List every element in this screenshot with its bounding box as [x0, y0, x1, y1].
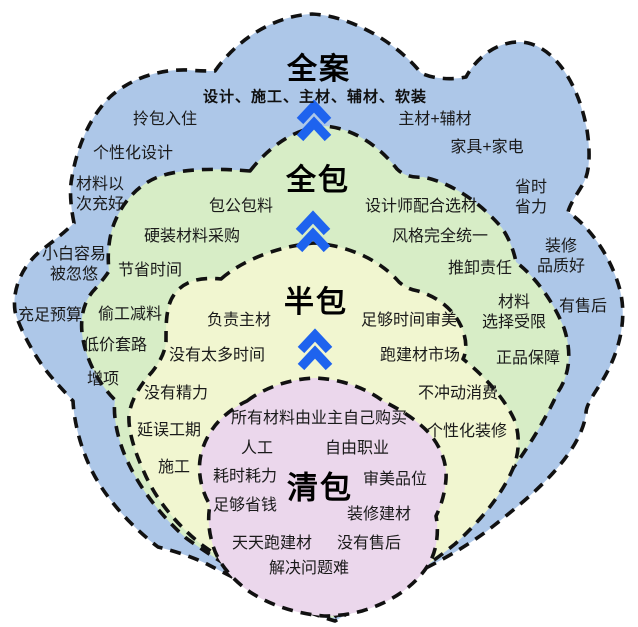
cloud-label-qing-bao: 没有售后 — [336, 535, 402, 552]
cloud-label-quan-bao: 偷工减料 — [97, 306, 163, 323]
cloud-label-quan-an: 个性化设计 — [92, 145, 174, 162]
cloud-label-quan-bao: 包公包料 — [208, 198, 274, 215]
cloud-label-qing-bao: 装修建材 — [346, 506, 412, 523]
cloud-label-qing-bao: 耗时耗力 — [212, 468, 278, 485]
cloud-label-ban-bao: 足够时间审美 — [360, 312, 458, 329]
cloud-label-qing-bao: 自由职业 — [324, 440, 390, 457]
cloud-label-quan-bao: 风格完全统一 — [391, 228, 489, 245]
cloud-label-quan-bao: 材料 选择受限 — [481, 294, 547, 331]
cloud-label-ban-bao: 延误工期 — [136, 422, 202, 439]
cloud-label-quan-an: 装修 品质好 — [536, 238, 586, 275]
cloud-label-qing-bao: 所有材料由业主自己购买 — [230, 410, 408, 427]
cloud-label-quan-an: 拎包入住 — [132, 111, 198, 128]
cloud-label-quan-an: 省时 省力 — [514, 179, 548, 216]
layer-title-quan-an: 全案 — [287, 53, 351, 86]
cloud-qing-bao — [197, 376, 448, 618]
layer-title-quan-bao: 全包 — [286, 164, 350, 197]
cloud-label-qing-bao: 人工 — [240, 440, 274, 457]
cloud-label-qing-bao: 解决问题难 — [268, 560, 350, 577]
cloud-label-quan-bao: 推卸责任 — [447, 260, 513, 277]
cloud-label-quan-bao: 增项 — [86, 371, 120, 388]
cloud-label-quan-an: 主材+辅材 — [398, 111, 472, 128]
cloud-label-ban-bao: 没有精力 — [143, 385, 209, 402]
cloud-label-qing-bao: 审美品位 — [362, 471, 428, 488]
upgrade-arrow-icon — [296, 99, 332, 142]
cloud-label-ban-bao: 不冲动消费 — [417, 385, 499, 402]
cloud-label-ban-bao: 施工 — [157, 459, 191, 476]
cloud-label-quan-bao: 硬装材料采购 — [143, 228, 241, 245]
cloud-label-quan-an: 充足预算 — [17, 307, 83, 324]
cloud-label-quan-an: 有售后 — [558, 298, 608, 315]
cloud-label-ban-bao: 跑建材市场 — [379, 347, 461, 364]
cloud-label-quan-an: 小白容易 被忽悠 — [41, 246, 107, 283]
layer-title-ban-bao: 半包 — [284, 286, 348, 319]
cloud-label-quan-bao: 低价套路 — [82, 337, 148, 354]
cloud-label-ban-bao: 没有太多时间 — [168, 347, 266, 364]
cloud-label-ban-bao: 个性化装修 — [426, 423, 508, 440]
cloud-label-qing-bao: 天天跑建材 — [231, 535, 313, 552]
cloud-label-qing-bao: 足够省钱 — [212, 497, 278, 514]
upgrade-arrow-icon — [297, 328, 333, 371]
cloud-label-quan-an: 家具+家电 — [450, 139, 524, 156]
cloud-label-quan-bao: 设计师配合选材 — [364, 198, 478, 215]
cloud-label-quan-an: 材料以 次充好 — [75, 176, 125, 213]
layer-title-qing-bao: 清包 — [287, 470, 353, 506]
cloud-label-quan-bao: 节省时间 — [117, 262, 183, 279]
layer-subtitle-quan-an: 设计、施工、主材、辅材、软装 — [202, 88, 428, 106]
cloud-label-quan-bao: 正品保障 — [495, 350, 561, 367]
cloud-label-ban-bao: 负责主材 — [206, 312, 272, 329]
upgrade-arrow-icon — [295, 210, 331, 253]
